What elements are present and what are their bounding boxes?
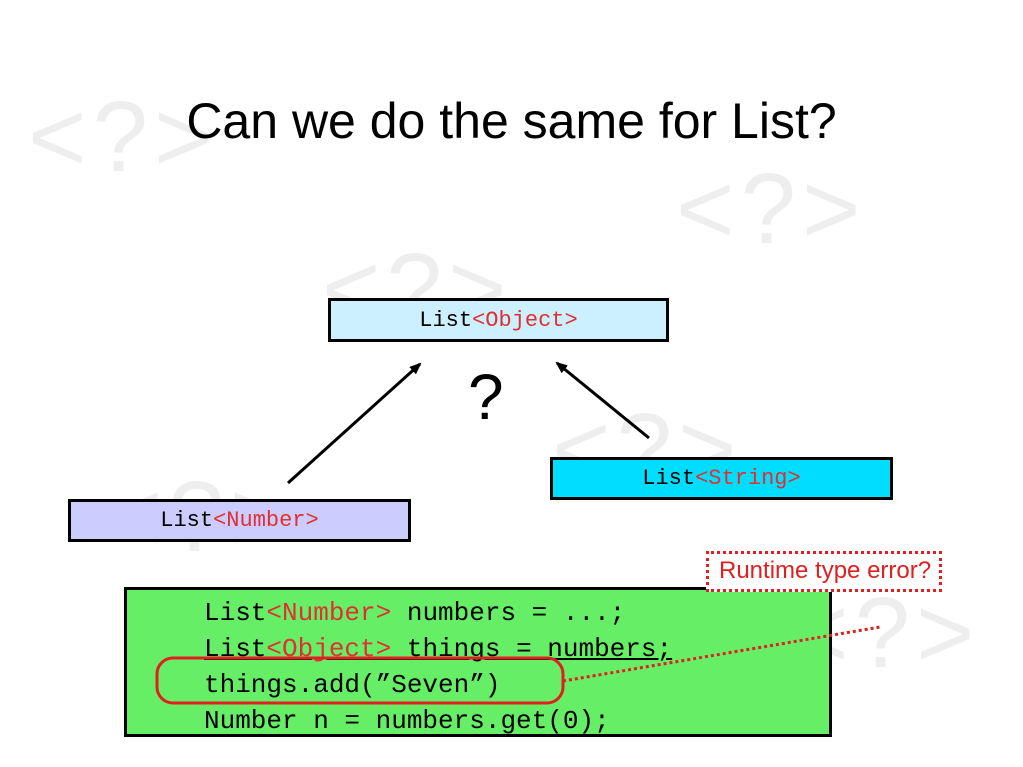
runtime-error-callout: Runtime type error? <box>706 551 943 592</box>
code-statement: numbers = ...; <box>391 598 626 628</box>
box-type-parameter: <String> <box>695 466 801 491</box>
list-string-box: List<String> <box>550 457 893 500</box>
list-object-box: List<Object> <box>328 298 669 342</box>
box-type-parameter: <Number> <box>213 508 319 533</box>
box-type-prefix: List <box>642 466 696 491</box>
watermark-glyph: <?> <box>676 153 867 265</box>
list-number-box: List<Number> <box>68 499 411 542</box>
code-type-parameter: <Number> <box>266 598 392 628</box>
code-line-4: Number n = numbers.get(0); <box>204 706 610 736</box>
code-block: List<Number> numbers = ...; List<Object>… <box>124 587 832 737</box>
question-mark: ? <box>468 361 504 433</box>
arrow-number-to-object <box>286 362 422 485</box>
code-line-3: things.add(”Seven”) <box>204 670 501 700</box>
box-type-prefix: List <box>160 508 214 533</box>
box-type-parameter: <Object> <box>472 307 578 333</box>
code-type: List <box>204 598 267 628</box>
box-type-prefix: List <box>419 307 473 333</box>
slide-title: Can we do the same for List? <box>186 93 837 149</box>
watermark-glyph: <?> <box>28 81 219 193</box>
code-line-2: List<Object> things = numbers; <box>204 631 829 667</box>
code-type: List <box>204 634 267 664</box>
arrow-string-to-object <box>555 361 650 440</box>
code-type-parameter: <Object> <box>266 634 392 664</box>
code-line-1: List<Number> numbers = ...; <box>204 595 829 631</box>
code-statement: things = numbers; <box>391 634 673 664</box>
